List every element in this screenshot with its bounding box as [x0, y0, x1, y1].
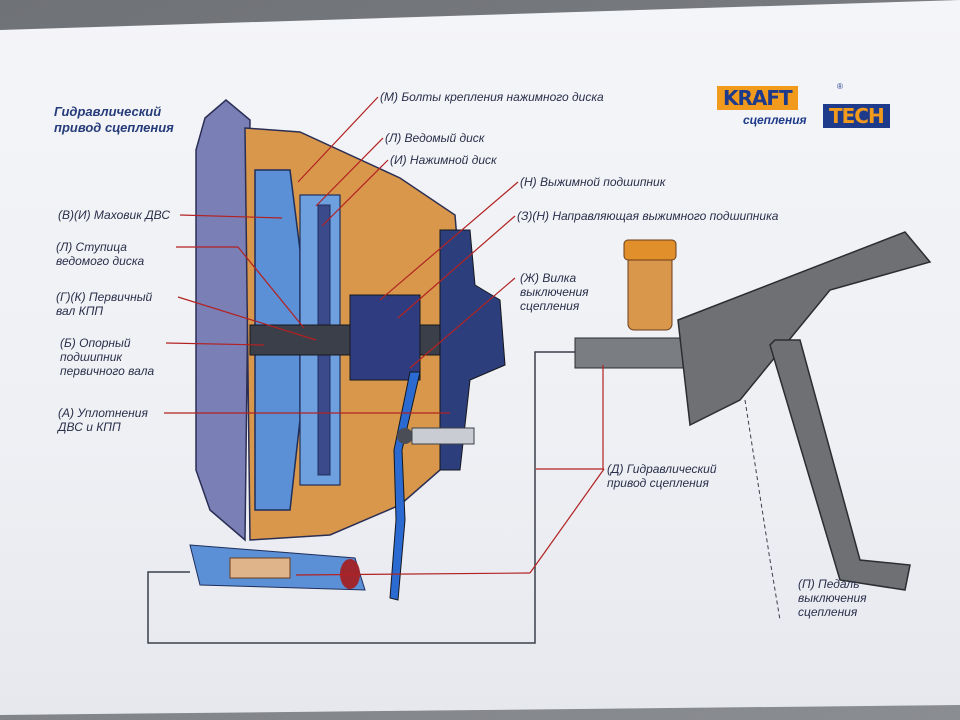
reservoir	[627, 249, 673, 331]
label-hydraulic-drive: (Д) Гидравлический привод сцепления	[607, 462, 717, 490]
label-release-bearing: (Н) Выжимной подшипник	[520, 175, 666, 189]
logo-registered-mark: ®	[837, 82, 843, 91]
fork-pivot	[397, 428, 413, 444]
label-disc-hub: (Л) Ступица ведомого диска	[56, 240, 145, 268]
logo-word-tech: TECH	[823, 104, 890, 128]
label-pressure-plate-bolts: (М) Болты крепления нажимного диска	[380, 90, 604, 104]
hydraulic-line	[147, 351, 575, 644]
label-input-shaft: (Г)(К) Первичный вал КПП	[56, 290, 153, 318]
label-pressure-plate: (И) Нажимной диск	[390, 153, 497, 167]
label-driven-disc: (Л) Ведомый диск	[385, 131, 485, 145]
label-release-fork: (Ж) Вилка выключения сцепления	[520, 271, 589, 313]
label-pilot-bearing: (Б) Опорный подшипник первичного вала	[60, 336, 155, 378]
label-bearing-guide: (З)(Н) Направляющая выжимного подшипника	[517, 209, 779, 223]
logo-word-kraft: KRAFT	[717, 86, 798, 110]
reservoir-cap	[623, 239, 677, 261]
pedal-alt-position	[744, 399, 781, 621]
gearbox-front	[439, 229, 506, 471]
engine-block	[195, 99, 251, 542]
pedal-lever	[769, 339, 911, 591]
slave-spring	[229, 557, 291, 579]
pedal-bracket	[677, 231, 932, 427]
label-flywheel: (В)(И) Маховик ДВС	[58, 208, 171, 222]
release-fork	[389, 371, 421, 601]
krafttech-logo: KRAFT TECH сцепления ®	[713, 82, 919, 134]
label-seals: (А) Уплотнения ДВС и КПП	[58, 406, 148, 434]
diagram-title: Гидравлический привод сцепления	[54, 104, 174, 135]
master-cylinder	[574, 337, 691, 369]
fork-adjuster	[411, 427, 475, 445]
label-clutch-pedal: (П) Педаль выключения сцепления	[798, 577, 867, 619]
logo-subtitle: сцепления	[743, 113, 807, 127]
